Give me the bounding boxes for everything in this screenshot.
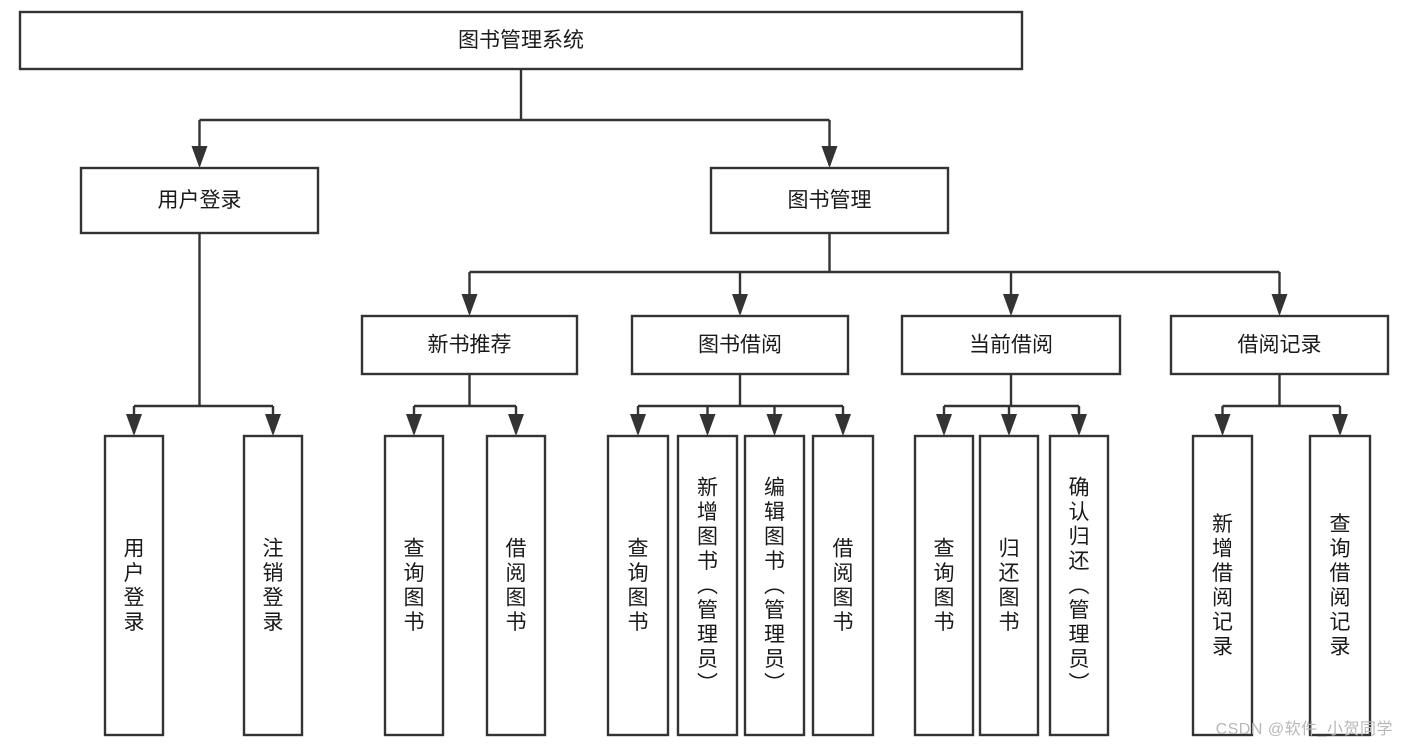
arrow-head [406,414,422,436]
node-box [900,314,1122,376]
node-leaf1[interactable]: 用户登录 [103,434,165,737]
node-borrow[interactable]: 图书借阅 [630,314,850,376]
node-label: 查询图书 [404,538,425,635]
node-leaf4[interactable]: 借阅图书 [485,434,547,737]
node-box [1308,434,1372,737]
node-box [79,166,320,235]
arrow-head [699,414,716,436]
node-leaf12[interactable]: 新增借阅记录 [1191,434,1254,737]
arrow-head [1214,414,1231,436]
arrow-head [1271,294,1288,316]
node-leaf2[interactable]: 注销登录 [242,434,304,737]
arrow-head [1001,414,1017,436]
arrow-head [461,294,478,316]
node-login[interactable]: 用户登录 [79,166,320,235]
node-label: 图书管理系统 [458,29,584,52]
node-label: 用户登录 [124,538,145,635]
arrow-head [732,294,748,316]
node-box [18,10,1024,71]
node-box [978,434,1040,737]
node-label: 借阅图书 [833,538,854,635]
node-leaf6[interactable]: 新增图书︵管理员︶ [676,434,739,737]
node-label: 新增图书︵管理员︶ [697,476,718,695]
node-label: 当前借阅 [969,334,1053,357]
arrow-head [630,414,646,436]
node-box [676,434,739,737]
node-leaf5[interactable]: 查询图书 [606,434,670,737]
node-label: 编辑图书︵管理员︶ [764,476,785,695]
node-label: 确认归还︵管理员︶ [1069,476,1090,695]
node-box [1191,434,1254,737]
node-box [743,434,806,737]
node-label: 图书管理 [788,189,872,212]
arrow-head [936,414,952,436]
node-box [1169,314,1390,376]
connector-layer [126,69,1348,436]
node-label: 注销登录 [263,538,284,635]
arrow-head [1332,414,1348,436]
node-records[interactable]: 借阅记录 [1169,314,1390,376]
node-label: 新书推荐 [428,334,512,357]
arrow-head [508,414,524,436]
node-root[interactable]: 图书管理系统 [18,10,1024,71]
node-box [485,434,547,737]
node-box [913,434,975,737]
node-box [811,434,875,737]
node-label: 归还图书 [999,538,1020,635]
arrow-head [126,414,142,436]
node-newbook[interactable]: 新书推荐 [360,314,579,376]
node-box [606,434,670,737]
arrow-head [1071,414,1087,436]
node-leaf11[interactable]: 确认归还︵管理员︶ [1048,434,1110,737]
node-box [630,314,850,376]
node-bookmgmt[interactable]: 图书管理 [709,166,950,235]
node-label: 借阅图书 [506,538,527,635]
node-box [1048,434,1110,737]
node-layer: 图书管理系统用户登录图书管理新书推荐图书借阅当前借阅借阅记录用户登录注销登录查询… [18,10,1390,737]
arrow-head [766,414,783,436]
arrow-head [821,146,838,168]
node-label: 图书借阅 [698,334,782,357]
arrow-head [1003,294,1019,316]
arrow-head [191,146,208,168]
node-box [709,166,950,235]
node-box [360,314,579,376]
node-leaf7[interactable]: 编辑图书︵管理员︶ [743,434,806,737]
node-leaf9[interactable]: 查询图书 [913,434,975,737]
node-label: 查询图书 [934,538,955,635]
watermark: CSDN @软件_小贺同学 [1215,721,1393,738]
node-label: 查询借阅记录 [1330,513,1351,659]
node-label: 查询图书 [628,538,649,635]
node-leaf8[interactable]: 借阅图书 [811,434,875,737]
node-box [242,434,304,737]
node-leaf3[interactable]: 查询图书 [383,434,445,737]
node-box [103,434,165,737]
node-label: 借阅记录 [1238,334,1322,357]
node-leaf13[interactable]: 查询借阅记录 [1308,434,1372,737]
node-leaf10[interactable]: 归还图书 [978,434,1040,737]
node-box [383,434,445,737]
node-current[interactable]: 当前借阅 [900,314,1122,376]
node-label: 用户登录 [158,189,242,212]
arrow-head [265,414,281,436]
arrow-head [835,414,851,436]
node-label: 新增借阅记录 [1212,513,1233,659]
